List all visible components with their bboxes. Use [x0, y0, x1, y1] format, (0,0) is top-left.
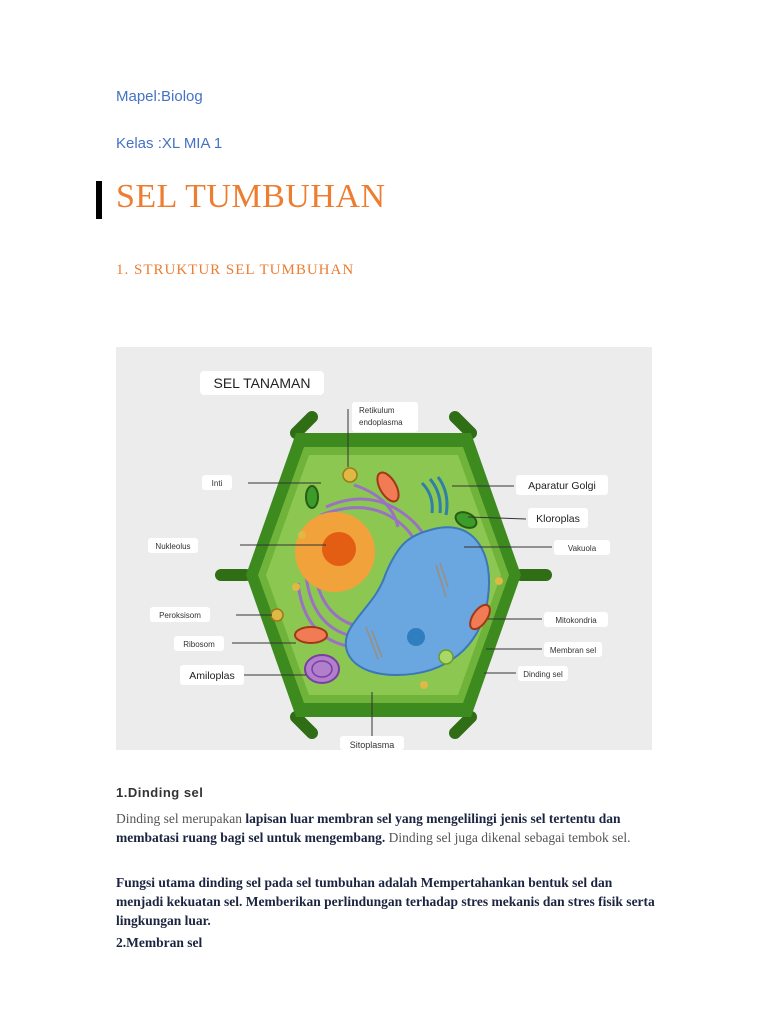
label-mitokondria: Mitokondria: [555, 616, 597, 625]
mitochondrion: [469, 603, 491, 631]
label-sitoplasma: Sitoplasma: [350, 740, 395, 750]
diagram-title: SEL TANAMAN: [214, 375, 311, 391]
label-box: [352, 402, 418, 432]
label-box: [180, 665, 244, 685]
amyloplast-inner: [311, 660, 333, 678]
mitochondrion: [376, 471, 400, 503]
label-box: [150, 607, 210, 622]
heading-membran-sel: 2.Membran sel: [116, 935, 203, 950]
nucleolus: [322, 532, 356, 566]
text-cursor: [96, 181, 102, 219]
label-box: [554, 540, 610, 555]
label-box: [174, 636, 224, 651]
granule: [298, 531, 306, 539]
granule: [438, 649, 454, 665]
plant-cell-svg: SEL TANAMAN: [148, 371, 610, 750]
class-label: Kelas :XL MIA 1: [116, 135, 223, 152]
chloroplast: [305, 485, 319, 509]
label-vakuola: Vakuola: [568, 544, 597, 553]
label-box: [340, 736, 404, 750]
text-run: lapisan luar membran sel yang mengelilin…: [116, 811, 621, 845]
label-inti: Inti: [212, 479, 223, 488]
label-aparatur-golgi: Aparatur Golgi: [528, 480, 596, 492]
chloroplast: [454, 511, 478, 529]
golgi-apparatus: [420, 476, 449, 516]
paragraph-dinding-sel-definition: Dinding sel merupakan lapisan luar membr…: [116, 809, 656, 847]
text-run: Dinding sel juga dikenal sebagai tembok …: [385, 830, 631, 845]
label-box: [528, 508, 588, 528]
granule: [342, 467, 358, 483]
cell-wall-junctions: [215, 411, 552, 739]
heading-dinding-sel: 1.Dinding sel: [116, 785, 204, 800]
label-box: [544, 642, 602, 657]
label-box: [518, 666, 568, 681]
granule: [292, 583, 300, 591]
granule: [420, 681, 428, 689]
label-retikulum-1: Retikulum: [359, 406, 395, 415]
text-run: Dinding sel merupakan: [116, 811, 246, 826]
label-retikulum-2: endoplasma: [359, 418, 403, 427]
label-peroksisom: Peroksisom: [159, 611, 201, 620]
vacuole-crystals: [365, 562, 449, 660]
granule: [495, 577, 503, 585]
plant-cell-diagram: SEL TANAMAN: [116, 347, 652, 750]
diagram-title-box: [200, 371, 324, 395]
label-membran-sel: Membran sel: [550, 646, 596, 655]
amyloplast: [304, 654, 340, 684]
document-title: SEL TUMBUHAN: [116, 178, 386, 215]
label-box: [148, 538, 198, 553]
label-ribosom: Ribosom: [183, 640, 215, 649]
label-nukleolus: Nukleolus: [155, 542, 190, 551]
subject-label: Mapel:Biolog: [116, 88, 203, 105]
paragraph-dinding-sel-function: Fungsi utama dinding sel pada sel tumbuh…: [116, 875, 655, 928]
label-box: [544, 612, 608, 627]
section-heading: 1. STRUKTUR SEL TUMBUHAN: [116, 262, 355, 278]
vacuole: [344, 526, 490, 677]
label-kloroplas: Kloroplas: [536, 513, 580, 525]
label-box: [516, 475, 608, 495]
peroxisome: [270, 608, 284, 622]
label-box: [202, 475, 232, 490]
label-amiloplas: Amiloplas: [189, 670, 235, 682]
label-leader-lines: [232, 409, 552, 743]
vacuole-granule: [407, 628, 425, 646]
label-dinding-sel: Dinding sel: [523, 670, 563, 679]
mitochondrion: [294, 626, 328, 644]
